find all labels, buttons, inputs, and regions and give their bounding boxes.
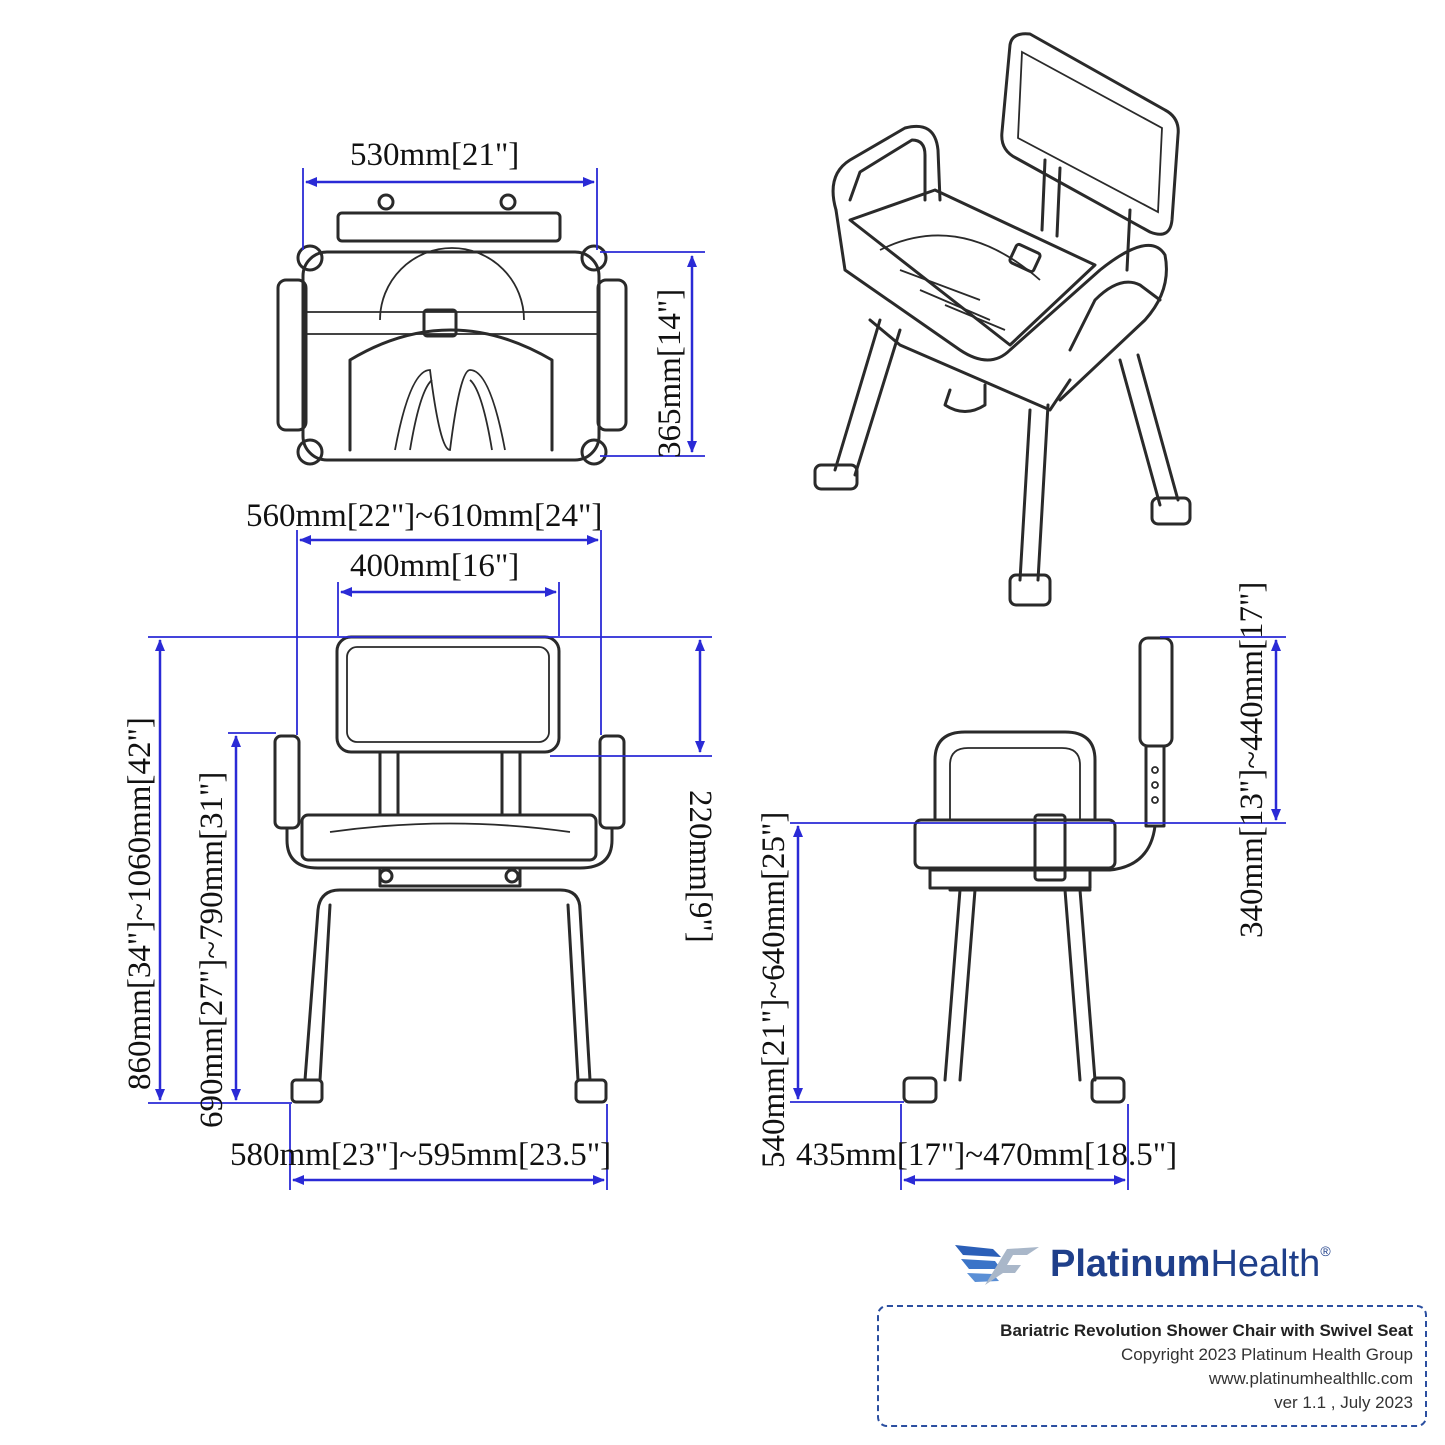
info-card: Bariatric Revolution Shower Chair with S…: [877, 1305, 1427, 1427]
side-base-label: 435mm[17"]~470mm[18.5"]: [796, 1137, 1177, 1173]
brand-name-bold: Platinum: [1050, 1243, 1211, 1285]
front-base-label: 580mm[23"]~595mm[23.5"]: [230, 1137, 611, 1173]
product-title: Bariatric Revolution Shower Chair with S…: [1000, 1321, 1413, 1340]
arm-width-label: 560mm[22"]~610mm[24"]: [246, 498, 602, 534]
back-adjust-label: 340mm[13"]~440mm[17"]: [1234, 582, 1270, 938]
copyright-text: Copyright 2023 Platinum Health Group: [1121, 1345, 1413, 1364]
website-link[interactable]: www.platinumhealthllc.com: [1208, 1369, 1413, 1388]
side-view: 340mm[13"]~440mm[17"] 540mm[21"]~640mm[2…: [756, 582, 1286, 1190]
arm-height-label: 690mm[27"]~790mm[31"]: [194, 772, 230, 1128]
seat-height-label: 540mm[21"]~640mm[25"]: [756, 812, 792, 1168]
wing-logo-icon: [955, 1245, 1039, 1285]
top-width-label: 530mm[21"]: [350, 137, 519, 173]
brand-registered-mark: ®: [1320, 1243, 1331, 1259]
back-height-label: 220mm[9"]: [682, 790, 718, 943]
top-depth-label: 365mm[14"]: [652, 289, 688, 458]
total-height-label: 860mm[34"]~1060mm[42"]: [122, 717, 158, 1090]
front-view: 560mm[22"]~610mm[24"] 400mm[16"] 220mm[9…: [122, 498, 718, 1190]
version-text: ver 1.1 , July 2023: [1274, 1393, 1413, 1412]
brand-name-regular: Health: [1210, 1243, 1321, 1285]
back-width-label: 400mm[16"]: [350, 548, 519, 584]
brand-name: PlatinumHealth®: [1050, 1243, 1331, 1286]
top-view: 530mm[21"] 365mm[14"]: [276, 137, 705, 466]
perspective-view: [813, 32, 1192, 607]
